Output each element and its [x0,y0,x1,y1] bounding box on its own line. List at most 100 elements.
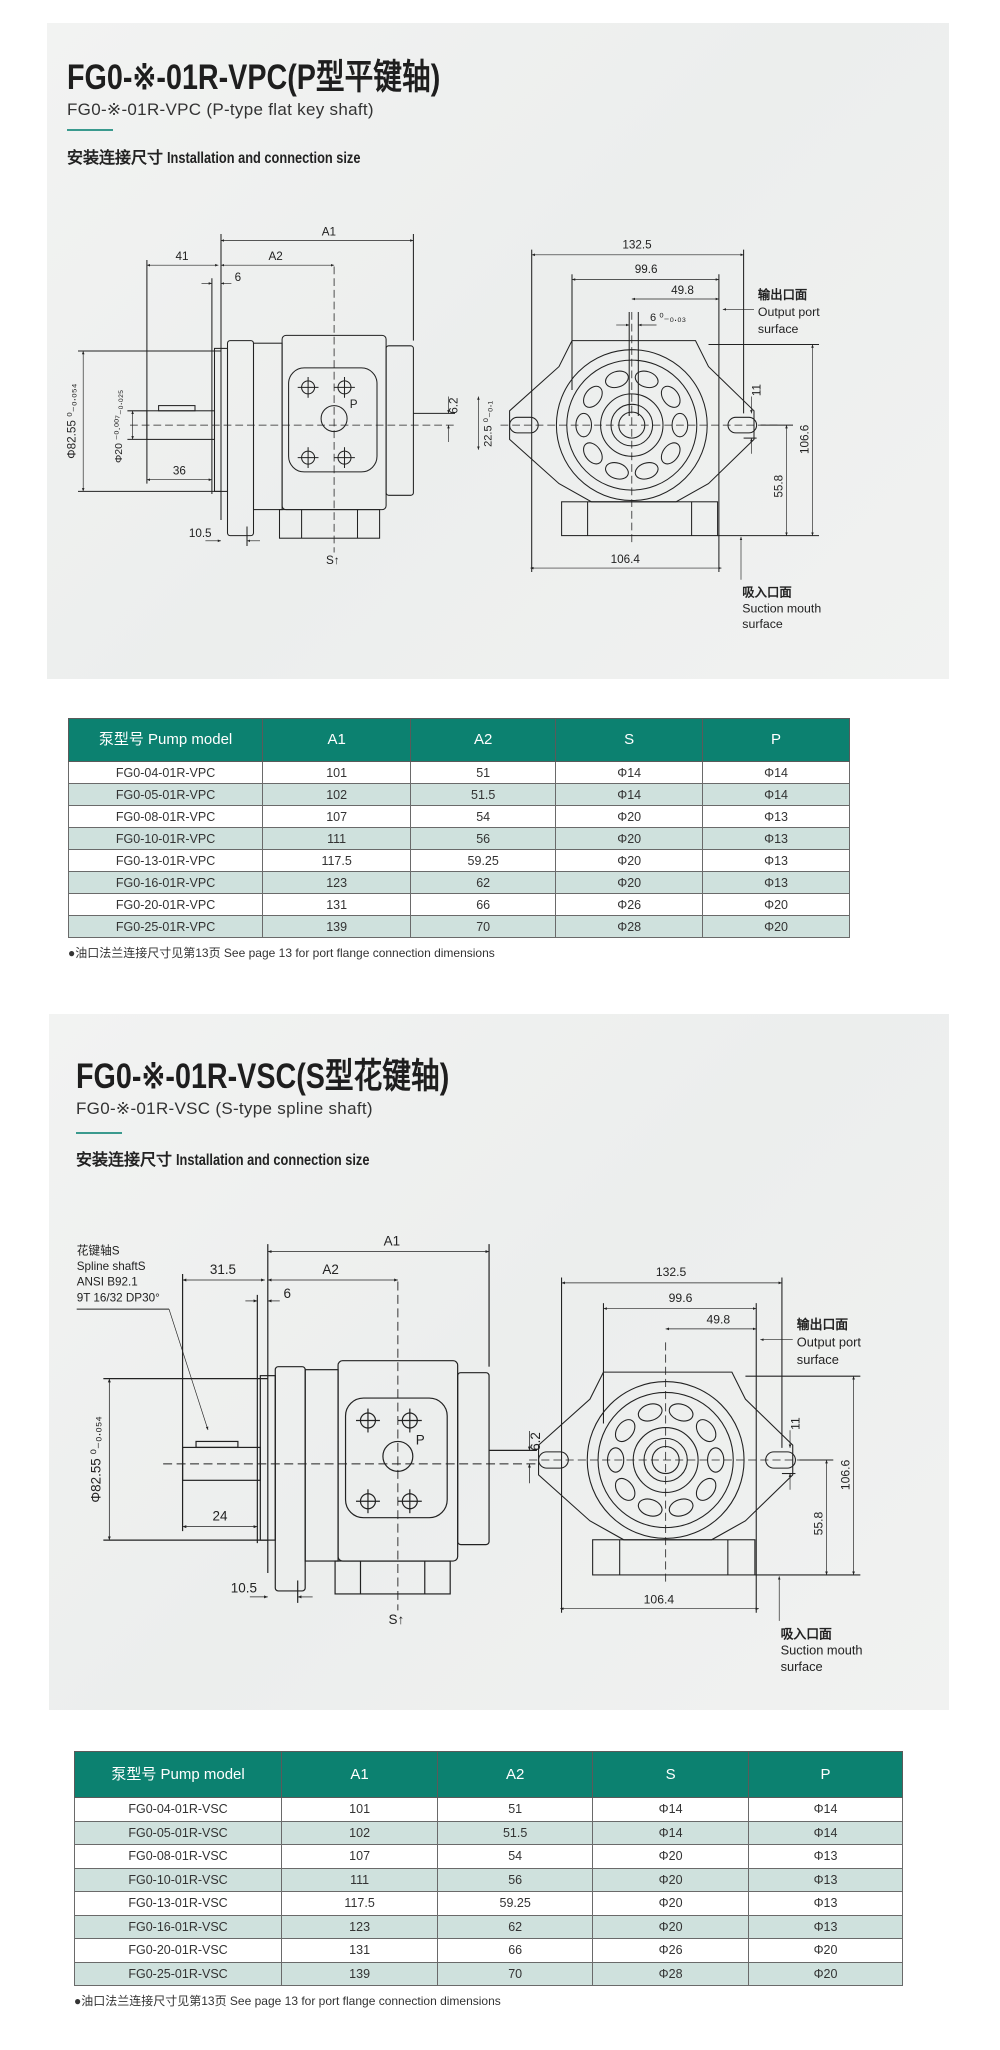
dim-label-height-lower: 55.8 [811,1511,825,1535]
dim-label-a1: A1 [322,225,336,238]
dim-label-key-width: 6 ⁰₋₀.₀₃ [650,312,686,324]
table-cell: 102 [281,1820,439,1845]
table-cell: 62 [437,1914,594,1939]
dim-label-output-en2: surface [758,322,799,336]
table-cell: 111 [262,827,412,850]
table-cell: FG0-25-01R-VSC [73,1961,283,1986]
table-cell: Φ13 [748,1867,903,1892]
table-cell: FG0-16-01R-VPC [67,871,264,894]
table-cell: 102 [262,783,412,806]
cooling-pocket [660,385,681,408]
flange-plate [226,340,255,537]
table-cell: 54 [437,1844,594,1869]
table-cell: FG0-20-01R-VSC [73,1938,283,1963]
table-cell: FG0-20-01R-VPC [67,893,264,916]
cooling-pocket [614,1419,636,1443]
dim-label-height-lower: 55.8 [773,475,786,498]
accent-divider [67,129,113,131]
dim-label-a2: A2 [322,1262,338,1277]
dim-label-six: 6 [283,1286,290,1301]
rear-cover [457,1372,490,1546]
cooling-pocket [695,1419,717,1443]
table-cell: FG0-13-01R-VSC [73,1891,283,1916]
table-cell: 131 [262,893,412,916]
cooling-pocket [634,462,659,480]
table-cell: 70 [437,1961,594,1986]
port-plate [288,367,378,473]
dim-label-spline-std: ANSI B92.1 [77,1276,138,1289]
column-header: 泵型号 Pump model [67,718,264,762]
dim-label-output-en1: Output port [758,305,820,319]
table-cell: Φ20 [702,893,850,916]
dim-label-dia-shaft: Φ20 ⁻⁰·⁰⁰⁷₋₀.₀₂₅ [114,390,125,463]
cooling-pocket [605,370,629,389]
dim-label-spline-en: Spline shaftS [77,1260,146,1273]
column-header: A2 [437,1751,594,1798]
dim-label-offset: 6.2 [528,1432,543,1451]
dim-label-suction-mark: S↑ [389,1612,405,1627]
table-cell: FG0-10-01R-VSC [73,1867,283,1892]
dim-label-pressure-mark: P [416,1432,425,1447]
table-cell: 117.5 [281,1891,439,1916]
suction-block [561,501,719,537]
cooling-pocket [605,462,629,480]
suction-block [278,509,381,539]
table-cell: Φ20 [748,1938,903,1963]
suction-block [592,1539,756,1576]
table-cell: 54 [410,805,557,828]
table-cell: Φ13 [702,805,850,828]
table-cell: 123 [281,1914,439,1939]
table-cell: FG0-05-01R-VPC [67,783,264,806]
line [168,1309,209,1431]
footnote: ●油口法兰连接尺寸见第13页 See page 13 for port flan… [68,946,495,960]
dim-label-suction-en1: Suction mouth [781,1643,863,1658]
table-cell: Φ13 [748,1891,903,1916]
table-cell: Φ14 [702,761,850,784]
table-cell: 107 [281,1844,439,1869]
dim-label-suction-en2: surface [781,1659,823,1674]
table-cell: 70 [410,915,557,938]
cooling-pocket [695,1477,717,1501]
table-cell: Φ13 [702,849,850,872]
dim-label-output-cn: 输出口面 [758,287,807,302]
heading-cn: 安装连接尺寸 [67,150,164,167]
accent-divider [76,1132,122,1134]
heading-en: Installation and connection size [167,150,361,167]
table-cell: Φ20 [555,849,704,872]
table-cell: FG0-16-01R-VSC [73,1914,283,1939]
table-cell: Φ26 [592,1938,750,1963]
dim-label-half-width: 49.8 [671,284,694,297]
dim-label-dia-outer: Φ82.55 ⁰₋₀.₀₅₄ [65,383,78,458]
dim-label-base-width: 106.4 [611,553,641,566]
pump-flange-outline [538,1371,794,1541]
table-cell: Φ28 [555,915,704,938]
pump-flange-outline [509,340,755,503]
suction-block [334,1560,451,1595]
drawing-panel-vsc [49,1014,949,1710]
table-cell: FG0-05-01R-VSC [73,1820,283,1845]
dim-label-shaft-len: 24 [212,1509,227,1524]
heading-cn: 安装连接尺寸 [76,1152,173,1169]
table-cell: FG0-04-01R-VSC [73,1797,283,1822]
table-cell: Φ20 [592,1891,750,1916]
dim-label-spline-spec: 9T 16/32 DP30° [77,1291,160,1304]
footnote: ●油口法兰连接尺寸见第13页 See page 13 for port flan… [74,1994,501,2008]
dim-label-base-width: 106.4 [644,1592,675,1606]
key [158,405,196,412]
table-cell: Φ13 [702,871,850,894]
dim-label-dia-outer: Φ82.55 ⁰₋₀.₀₅₄ [88,1416,103,1502]
cooling-pocket [614,1477,636,1501]
dim-label-width-total: 132.5 [622,238,652,251]
dim-label-output-en1: Output port [797,1334,862,1349]
table-cell: 111 [281,1867,439,1892]
dim-label-left-len: 41 [175,250,188,263]
